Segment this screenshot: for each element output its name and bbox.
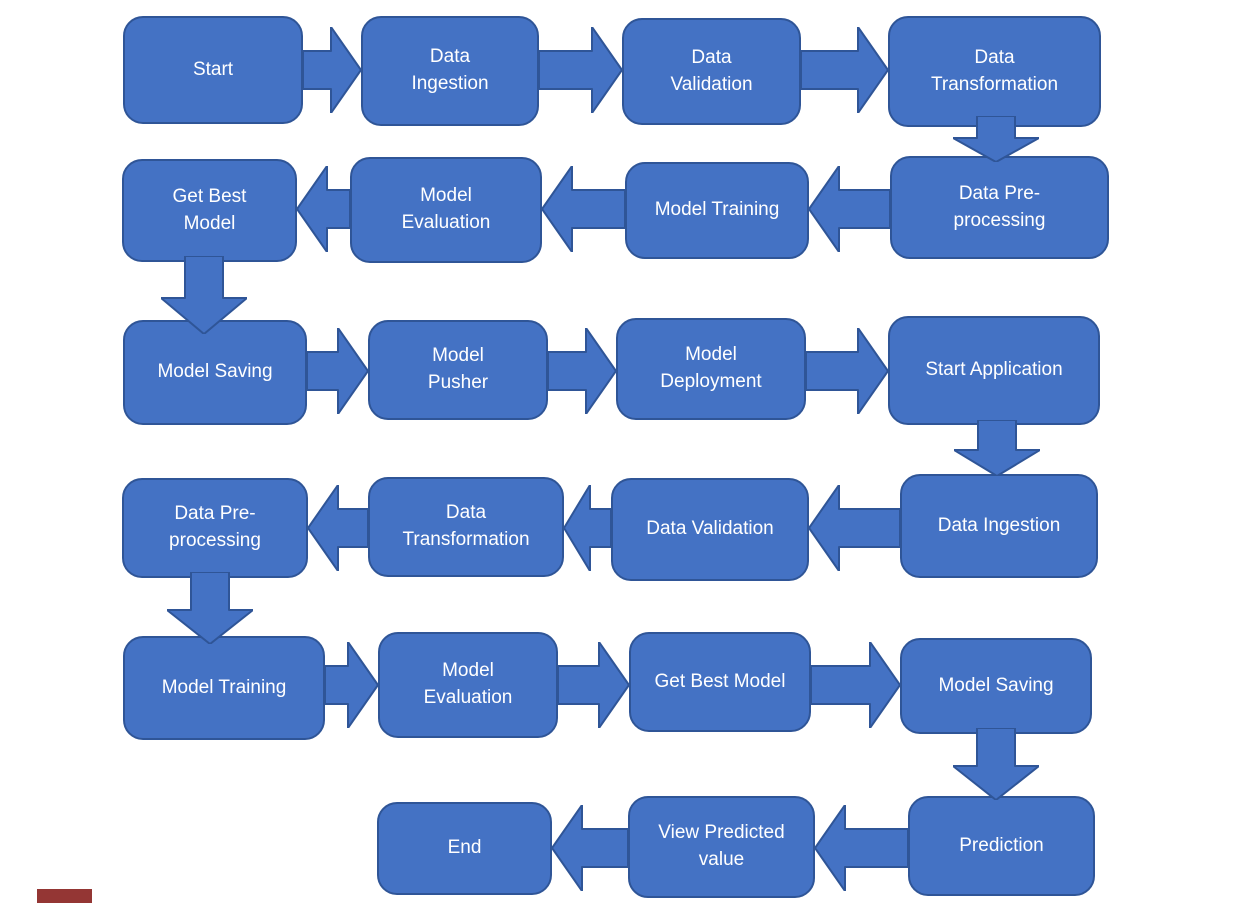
node-data-transformation-2: Data Transformation: [368, 477, 564, 577]
node-data-pre-processing-2: Data Pre- processing: [122, 478, 308, 578]
arrow-down-model-saving-to-prediction-icon: [953, 728, 1039, 800]
node-label: Data Validation: [670, 46, 753, 95]
node-prediction: Prediction: [908, 796, 1095, 896]
node-label: Data Transformation: [402, 502, 530, 550]
node-label: Model Saving: [157, 361, 273, 383]
arrow-right-model-saving-to-model-pusher-icon: [307, 328, 368, 414]
red-accent-bar: [37, 889, 92, 903]
arrow-left-view-predicted-value-to-end-icon: [552, 805, 628, 891]
arrow-down-get-best-model-to-model-saving-icon: [161, 256, 247, 334]
arrow-right-model-training-to-model-evaluation-icon: [325, 642, 378, 728]
node-model-deployment: Model Deployment: [616, 318, 806, 420]
node-label: Data Pre- processing: [953, 182, 1046, 231]
node-model-saving-2: Model Saving: [900, 638, 1092, 734]
node-label: Start: [192, 58, 234, 80]
node-model-evaluation-1: Model Evaluation: [350, 157, 542, 263]
arrow-right-model-deployment-to-start-application-icon: [806, 328, 888, 414]
arrow-right-data-ingestion-to-data-validation-icon: [539, 27, 622, 113]
node-label: Data Ingestion: [937, 514, 1061, 536]
node-label: End: [447, 837, 482, 859]
node-label: Model Training: [161, 676, 287, 698]
node-label: Model Pusher: [427, 345, 489, 393]
arrow-right-model-pusher-to-model-deployment-icon: [548, 328, 616, 414]
node-label: View Predicted value: [658, 822, 785, 870]
node-start-application: Start Application: [888, 316, 1100, 425]
arrow-down-start-application-to-data-ingestion-icon: [954, 420, 1040, 476]
node-label: Model Evaluation: [423, 660, 513, 708]
node-model-evaluation-2: Model Evaluation: [378, 632, 558, 738]
arrow-right-model-evaluation-to-get-best-model-icon: [558, 642, 629, 728]
arrow-right-data-validation-to-data-transformation-icon: [801, 27, 888, 113]
node-data-ingestion-2: Data Ingestion: [900, 474, 1098, 578]
node-label: Get Best Model: [654, 670, 786, 692]
node-label: Data Validation: [646, 518, 774, 540]
node-label: Prediction: [959, 834, 1044, 856]
node-get-best-model-1: Get Best Model: [122, 159, 297, 262]
node-get-best-model-2: Get Best Model: [629, 632, 811, 732]
node-start: Start: [123, 16, 303, 124]
arrow-down-data-transformation-to-data-pre-processing-icon: [953, 116, 1039, 162]
node-label: Data Transformation: [930, 46, 1059, 95]
arrow-left-model-training-to-model-evaluation-icon: [542, 166, 625, 252]
node-label: Data Ingestion: [411, 46, 489, 94]
node-label: Get Best Model: [172, 185, 247, 234]
arrow-down-data-pre-processing-to-model-training-icon: [167, 572, 253, 644]
node-label: Model Evaluation: [401, 185, 491, 233]
node-label: Start Application: [925, 359, 1063, 381]
arrow-left-prediction-to-view-predicted-value-icon: [815, 805, 908, 891]
node-model-pusher: Model Pusher: [368, 320, 548, 420]
arrow-left-data-pre-processing-to-model-training-icon: [809, 166, 890, 252]
arrow-left-data-validation-to-data-transformation-icon: [564, 485, 611, 571]
arrow-right-start-to-data-ingestion-icon: [303, 27, 361, 113]
node-model-saving-1: Model Saving: [123, 320, 307, 425]
node-data-validation-1: Data Validation: [622, 18, 801, 125]
arrow-left-data-transformation-to-data-pre-processing-icon: [308, 485, 368, 571]
arrow-right-get-best-model-to-model-saving-icon: [811, 642, 900, 728]
node-model-training-2: Model Training: [123, 636, 325, 740]
node-label: Model Deployment: [660, 344, 762, 392]
node-end: End: [377, 802, 552, 895]
arrow-left-model-evaluation-to-get-best-model-icon: [297, 166, 350, 252]
node-label: Model Training: [654, 199, 780, 221]
node-data-transformation-1: Data Transformation: [888, 16, 1101, 127]
node-label: Data Pre- processing: [169, 503, 261, 551]
arrow-left-data-ingestion-to-data-validation-icon: [809, 485, 900, 571]
node-data-pre-processing-1: Data Pre- processing: [890, 156, 1109, 259]
node-data-validation-2: Data Validation: [611, 478, 809, 581]
node-model-training-1: Model Training: [625, 162, 809, 259]
node-view-predicted-value: View Predicted value: [628, 796, 815, 898]
node-label: Model Saving: [938, 674, 1054, 696]
node-data-ingestion-1: Data Ingestion: [361, 16, 539, 126]
